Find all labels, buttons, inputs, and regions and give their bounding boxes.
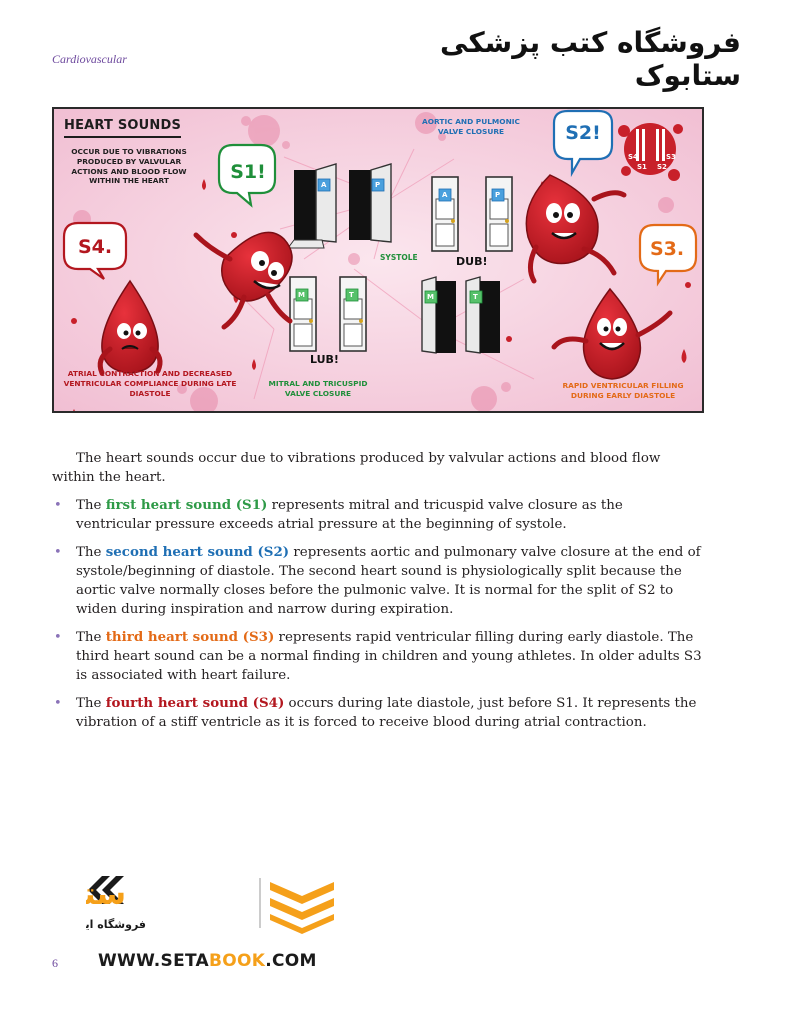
point-pre: The <box>76 498 106 513</box>
door-letter-m-closed: M <box>298 291 305 299</box>
url-post: .COM <box>265 951 317 971</box>
door-letter-t-closed: T <box>349 291 354 299</box>
point-post: occurs during late diastole, just before… <box>76 696 697 730</box>
illustration-artwork <box>54 109 702 411</box>
list-item: • The first heart sound (S1) represents … <box>52 496 702 534</box>
page-number: 6 <box>52 956 58 970</box>
bullet-icon: • <box>54 498 62 513</box>
setabook-url: WWW.SETABOOK.COM <box>98 951 317 971</box>
point-term-s2: second heart sound (S2) <box>105 544 290 560</box>
split-label-s1: S1 <box>637 163 647 171</box>
dub-sound: DUB! <box>456 255 488 268</box>
url-pre: WWW.SETA <box>98 951 210 971</box>
heart-sound-list: • The first heart sound (S1) represents … <box>52 496 702 732</box>
point-post: represents aortic and pulmonary valve cl… <box>76 545 701 617</box>
lub-sound: LUB! <box>310 353 339 366</box>
point-term-s4: fourth heart sound (S4) <box>105 695 285 711</box>
header-store-name: فروشگاه کتب پزشکی ستابوک <box>440 26 741 92</box>
mitral-tricuspid-caption: MITRAL AND TRICUSPID VALVE CLOSURE <box>268 379 368 398</box>
point-post: represents mitral and tricuspid valve cl… <box>76 498 623 532</box>
point-pre: The <box>76 696 106 711</box>
door-letter-t-open: T <box>473 293 478 301</box>
illustration-title: HEART SOUNDS <box>64 116 182 138</box>
point-term-s3: third heart sound (S3) <box>105 629 275 645</box>
setabook-logo: ستابوک فروشگاه اینترنتی کتاب <box>12 868 346 938</box>
point-post: represents rapid ventricular filling dur… <box>76 630 702 683</box>
heart-sounds-illustration: HEART SOUNDS OCCUR DUE TO VIBRATIONS PRO… <box>52 107 704 413</box>
door-letter-p-open: P <box>375 181 381 189</box>
svg-text:فروشگاه اینترنتی کتاب: فروشگاه اینترنتی کتاب <box>86 918 146 931</box>
s3-bubble-label: S3. <box>649 238 685 260</box>
door-letter-m-open: M <box>427 293 434 301</box>
s3-caption: RAPID VENTRICULAR FILLING DURING EARLY D… <box>562 381 684 400</box>
point-term-s1: first heart sound (S1) <box>105 497 268 513</box>
setabook-logo-mark: ستابوک فروشگاه اینترنتی کتاب <box>12 876 334 934</box>
s2-bubble-label: S2! <box>565 122 601 144</box>
point-pre: The <box>76 545 106 560</box>
split-label-s2: S2 <box>657 163 667 171</box>
list-item: • The third heart sound (S3) represents … <box>52 628 702 685</box>
split-label-s3: S3 <box>666 153 676 161</box>
body-text: The heart sounds occur due to vibrations… <box>52 449 702 741</box>
s1-bubble-label: S1! <box>230 161 266 183</box>
point-pre: The <box>76 630 106 645</box>
bullet-icon: • <box>54 630 62 645</box>
bullet-icon: • <box>54 545 62 560</box>
list-item: • The second heart sound (S2) represents… <box>52 543 702 619</box>
door-letter-a-open: A <box>321 181 327 189</box>
door-letter-p-closed: P <box>495 191 501 199</box>
door-letter-a-closed: A <box>442 191 448 199</box>
list-item: • The fourth heart sound (S4) occurs dur… <box>52 694 702 732</box>
systole-label: SYSTOLE <box>380 253 418 262</box>
s4-bubble-label: S4. <box>77 236 113 258</box>
url-mid: BOOK <box>209 951 266 971</box>
split-label-s4: S4 <box>628 153 638 161</box>
header-category: Cardiovascular <box>52 52 127 66</box>
s4-caption: ATRIAL CONTRACTION AND DECREASED VENTRIC… <box>63 369 237 398</box>
bullet-icon: • <box>54 696 62 711</box>
definition-caption: OCCUR DUE TO VIBRATIONS PRODUCED BY VALV… <box>71 147 187 186</box>
aortic-pulmonic-caption: AORTIC AND PULMONIC VALVE CLOSURE <box>422 117 520 136</box>
intro-paragraph: The heart sounds occur due to vibrations… <box>52 451 661 485</box>
svg-text:ستابوک: ستابوک <box>86 877 126 912</box>
